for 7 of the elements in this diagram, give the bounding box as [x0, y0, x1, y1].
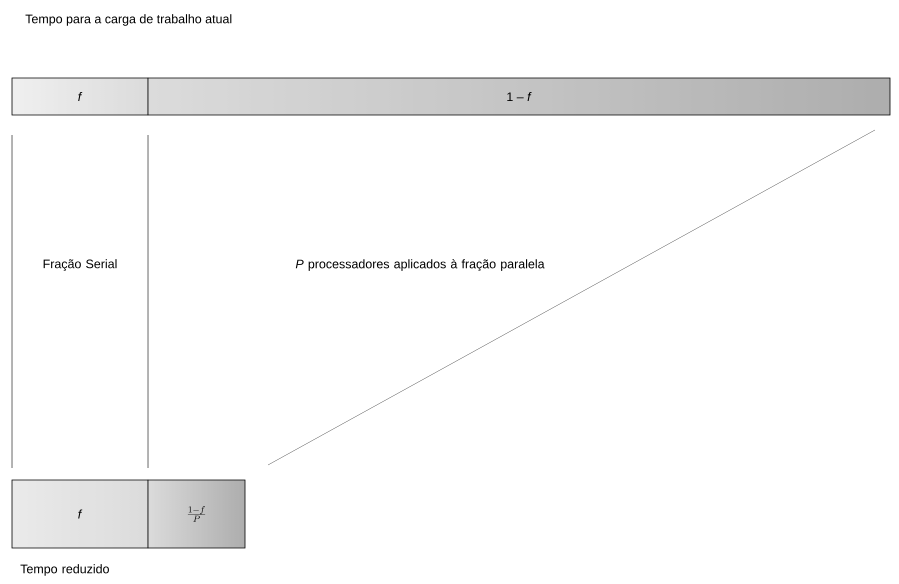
title: Tempo para a carga de trabalho atual [26, 14, 232, 26]
annotation: Fração Serial [44, 259, 117, 271]
bar-segment: f [12, 480, 148, 548]
annotation: P processadores aplicados à fração paralela [296, 259, 545, 271]
bar-segment: $\frac{1-f}{P}$ [148, 480, 246, 548]
annotation: Tempo reduzido [20, 564, 109, 576]
bar-segment: f [12, 78, 148, 116]
